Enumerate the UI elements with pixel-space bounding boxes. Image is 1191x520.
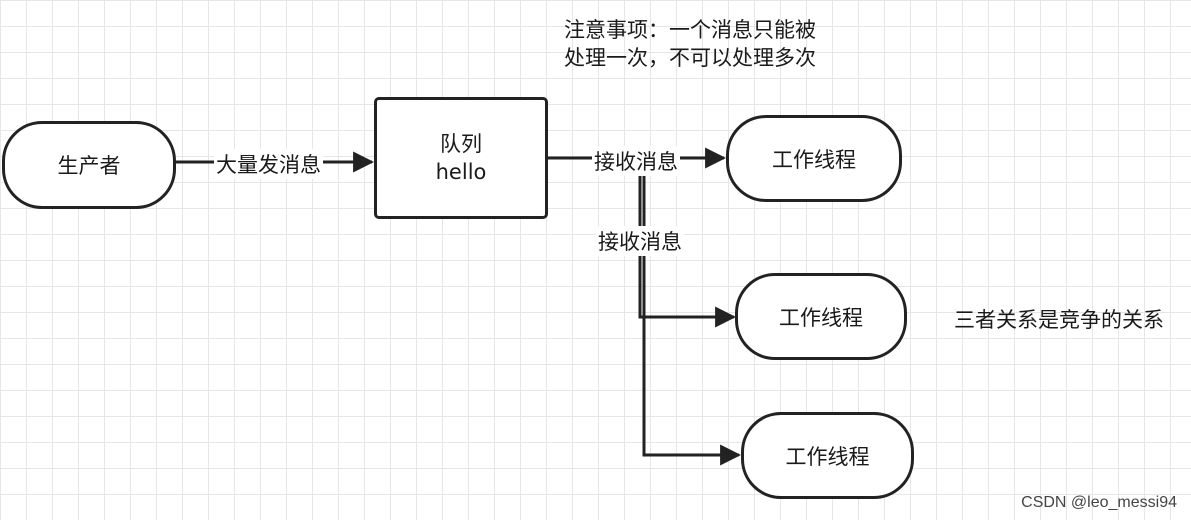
note-line-2: 处理一次，不可以处理多次 — [564, 46, 816, 70]
worker-2-label: 工作线程 — [779, 305, 863, 330]
edge-label-queue-to-worker2: 接收消息 — [596, 226, 684, 256]
worker-1-label: 工作线程 — [772, 147, 856, 172]
watermark: CSDN @leo_messi94 — [1021, 494, 1177, 511]
worker-3-label: 工作线程 — [785, 444, 870, 469]
queue-label-id: hello — [435, 160, 487, 184]
edge-label-queue-to-worker1: 接收消息 — [592, 146, 680, 176]
side-note: 三者关系是竞争的关系 — [954, 308, 1164, 332]
producer-label: 生产者 — [57, 154, 121, 178]
worker-node-2[interactable]: 工作线程 — [735, 273, 907, 360]
worker-node-1[interactable]: 工作线程 — [726, 115, 902, 202]
edge-label-producer-to-queue: 大量发消息 — [214, 149, 323, 179]
edge-queue-to-worker3 — [640, 156, 742, 466]
queue-label-name: 队列 — [440, 132, 482, 156]
note-text: 注意事项：一个消息只能被 处理一次，不可以处理多次 — [564, 16, 816, 72]
queue-node[interactable]: 队列 hello — [374, 97, 548, 219]
worker-node-3[interactable]: 工作线程 — [741, 412, 914, 499]
note-line-1: 注意事项：一个消息只能被 — [564, 18, 816, 42]
producer-node[interactable]: 生产者 — [2, 121, 176, 209]
